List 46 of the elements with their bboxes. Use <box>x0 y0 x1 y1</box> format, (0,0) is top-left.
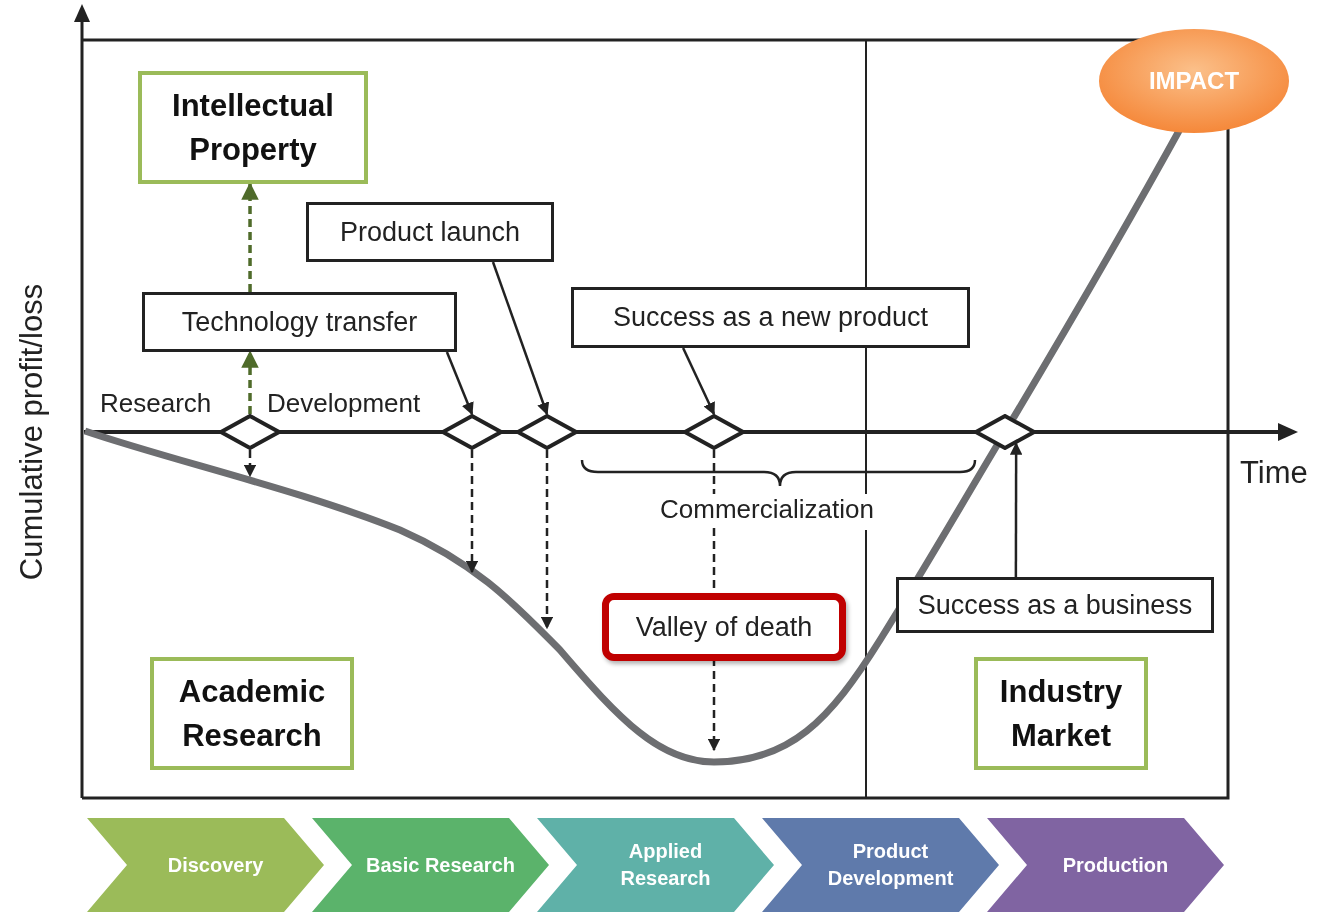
arrow <box>682 347 716 416</box>
stage-label: Product Development <box>826 839 955 891</box>
dashed-arrow <box>241 350 259 414</box>
stage-label: Production <box>1062 852 1169 878</box>
arrow <box>1009 442 1023 577</box>
process-stage <box>762 818 999 912</box>
stage-label: Basic Research <box>366 852 515 878</box>
axis-title: Cumulative profit/loss <box>14 283 50 581</box>
highlight-box <box>602 593 846 661</box>
arrow <box>445 351 474 416</box>
highlight-box <box>974 657 1148 770</box>
stage-label: Applied Research <box>619 839 712 891</box>
milestone-diamond <box>974 414 1036 450</box>
highlight-box <box>150 657 354 770</box>
process-stage <box>987 818 1224 912</box>
milestone-diamond <box>441 414 503 450</box>
stage-label: Discovery <box>167 852 264 878</box>
label-box <box>896 577 1214 633</box>
box-label: Success as a new product <box>612 302 929 333</box>
milestone-diamond <box>516 414 578 450</box>
dashed-arrow <box>540 450 554 630</box>
phase-label: Commercialization <box>658 494 876 525</box>
dashed-arrow <box>243 450 257 478</box>
box-label: Success as a business <box>917 589 1193 621</box>
box-heading: Intellectual Property <box>171 87 335 169</box>
ellipse-label: IMPACT <box>1148 67 1240 95</box>
label-box <box>142 292 457 352</box>
milestone-diamond <box>683 414 745 450</box>
phase-label: Development <box>267 388 421 419</box>
box-label: Product launch <box>339 216 521 248</box>
process-stage <box>87 818 324 912</box>
arrow <box>491 261 550 416</box>
box-label: Technology transfer <box>181 306 418 338</box>
box-heading: Industry Market <box>998 673 1124 755</box>
dashed-arrow <box>241 182 259 292</box>
dashed-arrow <box>465 450 479 574</box>
highlight-box <box>138 71 368 184</box>
box-heading: Academic Research <box>177 673 327 755</box>
phase-label: Research <box>100 388 212 419</box>
label-box <box>571 287 970 348</box>
box-label: Valley of death <box>635 611 813 643</box>
process-stage <box>537 818 774 912</box>
label-box <box>306 202 554 262</box>
axis-title: Time <box>1240 455 1308 491</box>
process-stage <box>312 818 549 912</box>
impact-ellipse <box>1097 27 1291 135</box>
